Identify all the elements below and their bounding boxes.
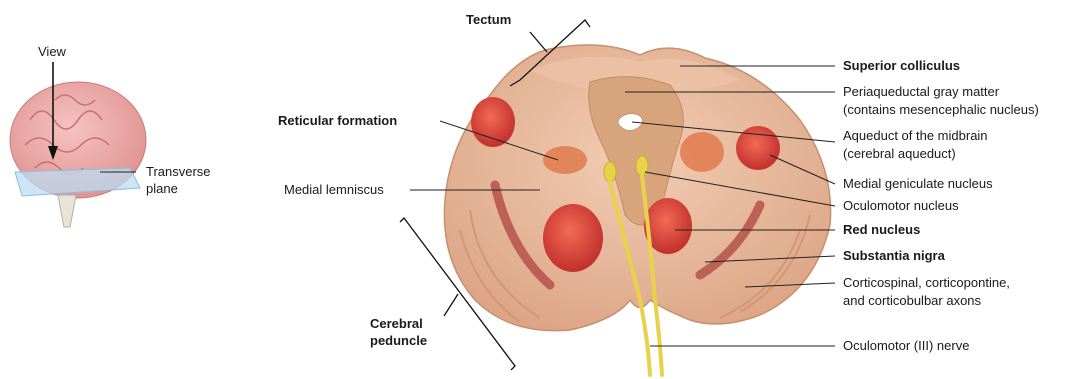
label-periaqueductal-line2: (contains mesencephalic nucleus) — [843, 102, 1039, 117]
label-aqueduct-line1: Aqueduct of the midbrain — [843, 128, 988, 143]
brain-inset: View Transverse plane — [10, 44, 211, 227]
view-label: View — [38, 44, 67, 59]
label-substantia-nigra: Substantia nigra — [843, 248, 946, 263]
label-cerebral-peduncle-line1: Cerebral — [370, 316, 423, 331]
label-medial-geniculate: Medial geniculate nucleus — [843, 176, 993, 191]
label-corticospinal-line2: and corticobulbar axons — [843, 293, 982, 308]
label-corticospinal-line1: Corticospinal, corticopontine, — [843, 275, 1010, 290]
red-nucleus-left — [543, 204, 603, 272]
reticular-formation-right — [680, 132, 724, 172]
label-medial-lemniscus: Medial lemniscus — [284, 182, 384, 197]
label-superior-colliculus: Superior colliculus — [843, 58, 960, 73]
label-tectum: Tectum — [466, 12, 511, 27]
medial-geniculate-left — [471, 97, 515, 147]
label-cerebral-peduncle-line2: peduncle — [370, 333, 427, 348]
plane-label-line1: Transverse — [146, 164, 211, 179]
label-reticular-formation: Reticular formation — [278, 113, 397, 128]
tectum-bracket-tick — [530, 32, 547, 52]
brainstem-illustration — [58, 195, 76, 227]
label-red-nucleus: Red nucleus — [843, 222, 920, 237]
label-oculomotor-nerve: Oculomotor (III) nerve — [843, 338, 969, 353]
midbrain-section — [444, 45, 830, 375]
label-oculomotor-nucleus: Oculomotor nucleus — [843, 198, 959, 213]
plane-label-line2: plane — [146, 181, 178, 196]
oculomotor-nucleus-right — [636, 156, 648, 176]
peduncle-bracket-tick — [444, 294, 458, 316]
label-periaqueductal-line1: Periaqueductal gray matter — [843, 84, 1000, 99]
label-aqueduct-line2: (cerebral aqueduct) — [843, 146, 956, 161]
reticular-formation-left — [543, 146, 587, 174]
oculomotor-nucleus-left — [604, 162, 616, 182]
